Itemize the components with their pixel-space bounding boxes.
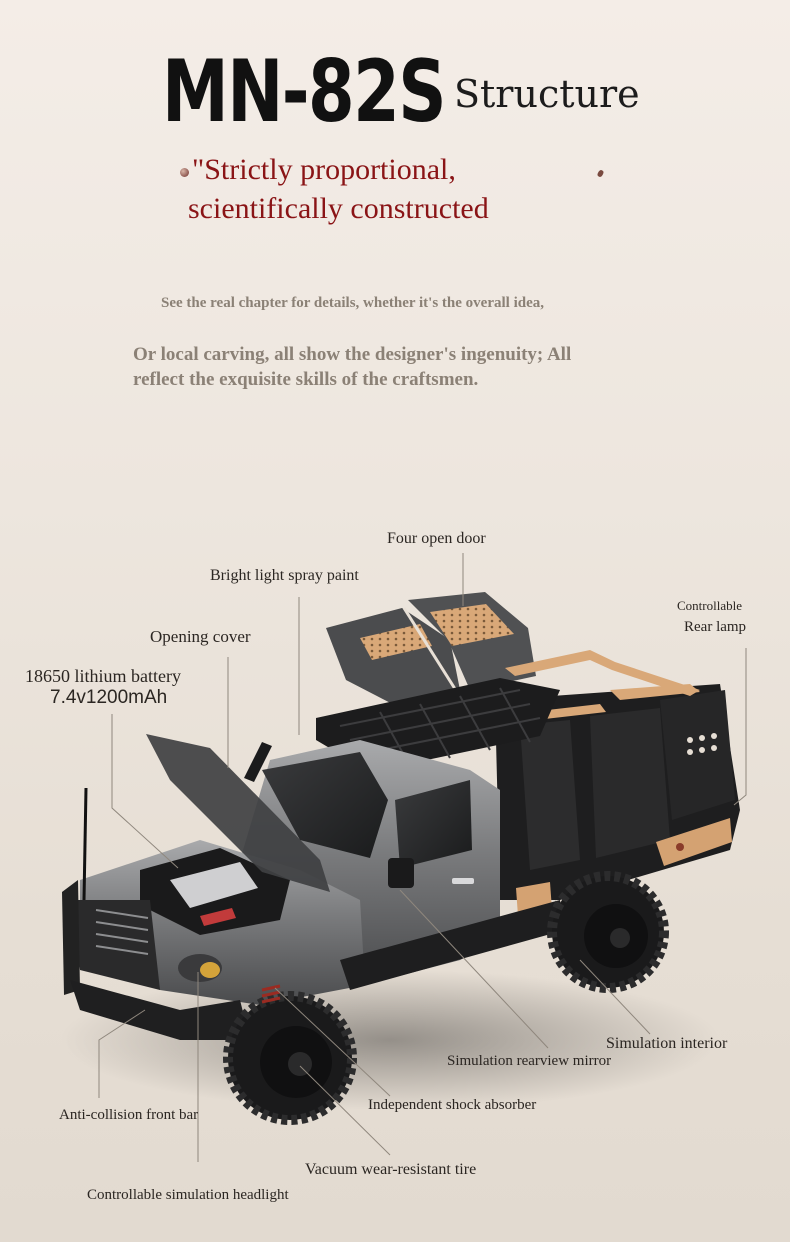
description-line1: See the real chapter for details, whethe… <box>161 295 544 311</box>
callout-front-bar: Anti-collision front bar <box>59 1107 199 1123</box>
model-name: MN-82S <box>162 42 447 142</box>
callout-shock-absorber: Independent shock absorber <box>368 1097 537 1113</box>
wheels <box>223 871 669 1125</box>
callout-four-open-door: Four open door <box>387 530 486 547</box>
callout-controllable: Controllable <box>677 598 742 613</box>
tagline: "Strictly proportional, scientifically c… <box>180 150 489 228</box>
callout-simulation-interior: Simulation interior <box>606 1035 728 1052</box>
callout-lines <box>98 553 747 1162</box>
tagline-line1: "Strictly proportional, <box>192 153 456 186</box>
callout-tire: Vacuum wear-resistant tire <box>305 1161 477 1178</box>
description-paragraph: Or local carving, all show the designer'… <box>133 342 571 392</box>
callout-bright-light-spray-paint: Bright light spray paint <box>210 567 359 584</box>
callout-battery-spec: 7.4v1200mAh <box>50 687 168 708</box>
callout-headlight: Controllable simulation headlight <box>87 1187 289 1203</box>
description-line2b: reflect the exquisite skills of the craf… <box>133 369 479 390</box>
tagline-line2: scientifically constructed <box>188 192 489 225</box>
callout-opening-cover: Opening cover <box>150 627 251 646</box>
open-doors <box>326 592 536 712</box>
description-line2a: Or local carving, all show the designer'… <box>133 344 572 365</box>
bullet-dot-icon <box>180 167 189 177</box>
title-suffix: Structure <box>454 72 640 116</box>
callout-rearview-mirror: Simulation rearview mirror <box>447 1053 612 1069</box>
truck-body <box>62 734 565 1040</box>
callout-battery: 18650 lithium battery <box>25 666 181 686</box>
callout-rear-lamp: Rear lamp <box>684 619 747 635</box>
